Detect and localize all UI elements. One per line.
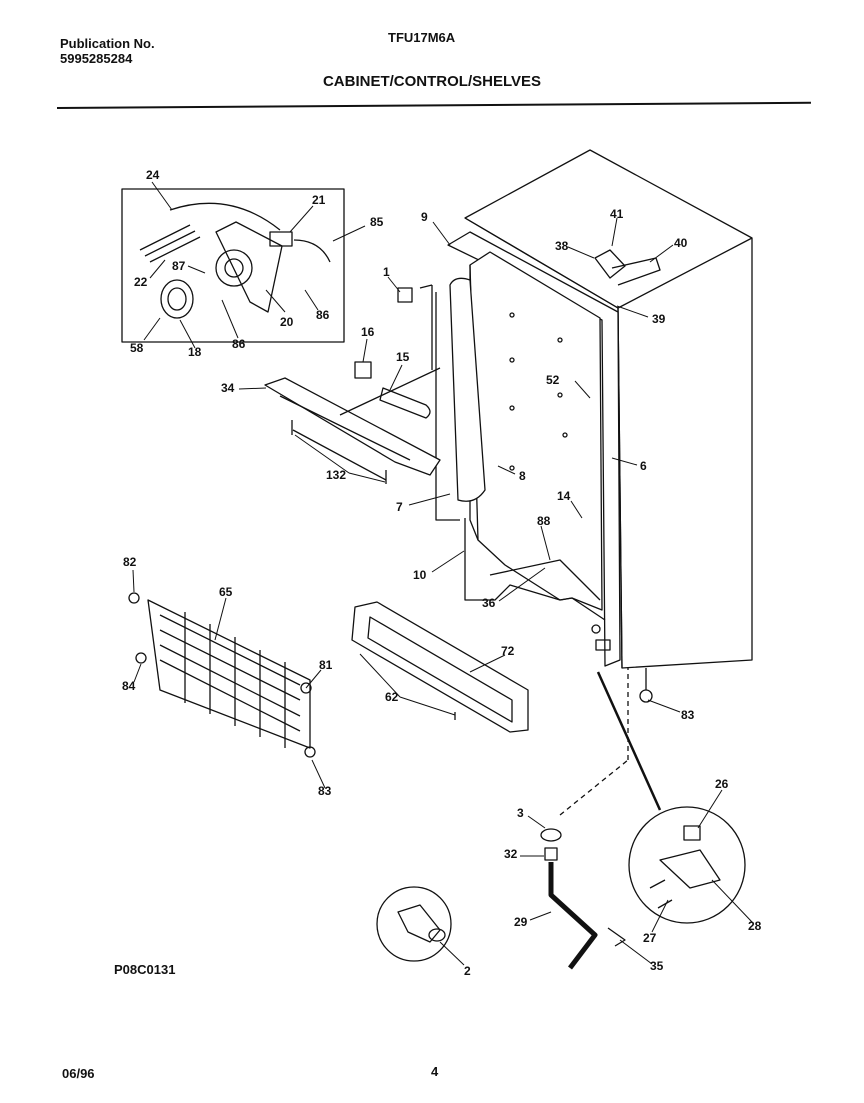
callout: 28 [748,919,762,933]
publication-date: 06/96 [62,1066,95,1081]
callout: 88 [537,514,551,528]
publication-number: 5995285284 [60,51,133,66]
callout: 8 [519,469,526,483]
callout: 9 [421,210,428,224]
callout: 86 [316,308,330,322]
callout: 83 [318,784,332,798]
callout: 22 [134,275,148,289]
callout: 36 [482,596,496,610]
callout: 82 [123,555,137,569]
callout: 7 [396,500,403,514]
callout: 132 [326,468,346,482]
callout: 26 [715,777,729,791]
callout: 6 [640,459,647,473]
callout: 65 [219,585,233,599]
callout: 21 [312,193,326,207]
callout: 18 [188,345,202,359]
section-title: CABINET/CONTROL/SHELVES [322,73,542,90]
callout: 85 [370,215,384,229]
leveling-leg-parts [540,668,662,970]
callout: 10 [413,568,427,582]
callout: 86 [232,337,246,351]
callout: 83 [681,708,695,722]
leader-lines [132,181,753,966]
callout: 62 [385,690,399,704]
callout: 29 [514,915,528,929]
page-number: 4 [431,1064,439,1079]
callout: 35 [650,959,664,973]
control-inset [121,188,345,343]
callout: 40 [674,236,688,250]
callout: 20 [280,315,294,329]
callout: 34 [221,381,235,395]
cabinet-body [447,149,753,669]
gasket-strip [435,277,486,521]
callout: 2 [464,964,471,978]
toe-grille [128,592,316,758]
model-number: TFU17M6A [388,30,456,45]
callout: 24 [146,168,160,182]
callout: 38 [555,239,569,253]
callout: 1 [383,265,390,279]
callout: 87 [172,259,186,273]
callout: 27 [643,931,657,945]
callout: 3 [517,806,524,820]
callout: 84 [122,679,136,693]
kick-plate [351,601,529,733]
callout: 15 [396,350,410,364]
caster-detail [628,806,746,924]
hinge-parts [591,249,661,703]
callout: 41 [610,207,624,221]
callout: 14 [557,489,571,503]
callout: 52 [546,373,560,387]
callout: 72 [501,644,515,658]
callout: 81 [319,658,333,672]
publication-label: Publication No. [60,36,155,51]
callout: 39 [652,312,666,326]
bolt-detail [376,886,452,962]
callout: 16 [361,325,375,339]
callout-labels: 24 21 85 87 22 20 86 58 18 86 1 16 15 34… [122,168,762,978]
callout: 32 [504,847,518,861]
diagram-code: P08C0131 [114,962,176,977]
callout: 58 [130,341,144,355]
